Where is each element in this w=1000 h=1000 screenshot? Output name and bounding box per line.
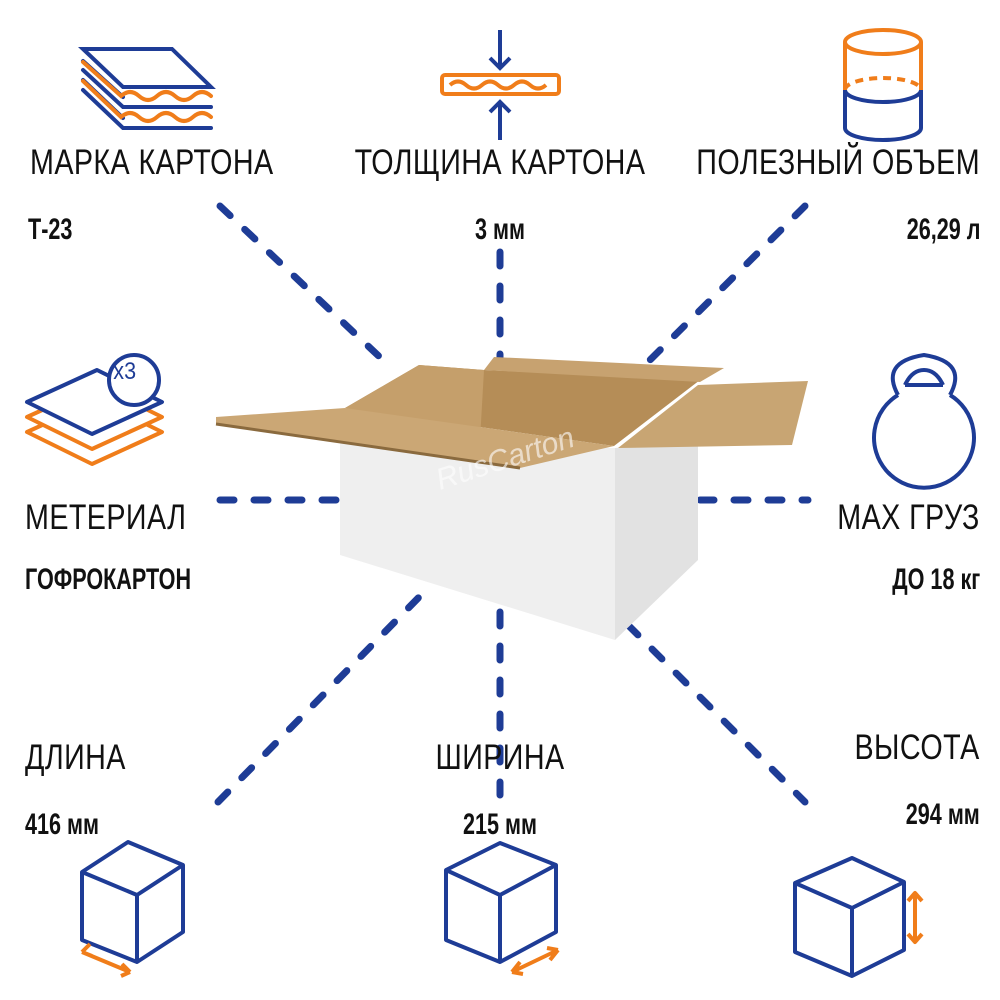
layers-badge: x3	[113, 358, 137, 385]
connector-height	[624, 621, 809, 806]
thickness-icon	[440, 30, 561, 140]
connector-brand	[216, 202, 389, 366]
brand-label: МАРКА КАРТОНА	[30, 143, 274, 182]
corrugated-layers-icon	[77, 47, 216, 130]
kettlebell-weight-icon	[872, 352, 976, 490]
connector-length	[214, 584, 432, 806]
volume-label: ПОЛЕЗНЫЙ ОБЪЕМ	[696, 143, 980, 182]
width-label: ШИРИНА	[435, 738, 565, 777]
max-load-value: ДО 18 кг	[891, 563, 980, 596]
brand-value: Т-23	[28, 213, 73, 246]
volume-value: 26,29 л	[906, 213, 980, 246]
length-value: 416 мм	[25, 808, 100, 841]
height-label: ВЫСОТА	[854, 728, 980, 767]
cardboard-box-image: RusCarton	[215, 357, 808, 640]
cylinder-volume-icon	[843, 28, 923, 142]
material-value: ГОФРОКАРТОН	[25, 563, 192, 596]
connector-volume	[644, 202, 809, 366]
paper-layers-icon	[25, 353, 164, 466]
cube-length-icon	[80, 840, 185, 978]
material-label: МЕТЕРИАЛ	[25, 498, 187, 537]
length-label: ДЛИНА	[25, 738, 126, 777]
cube-height-icon	[793, 856, 924, 978]
connector-lines	[214, 202, 812, 806]
cube-width-icon	[444, 841, 560, 976]
height-value: 294 мм	[905, 798, 980, 831]
thickness-label: ТОЛЩИНА КАРТОНА	[354, 143, 646, 182]
thickness-value: 3 мм	[475, 213, 525, 246]
max-load-label: MAX ГРУЗ	[837, 498, 980, 537]
width-value: 215 мм	[462, 808, 538, 841]
